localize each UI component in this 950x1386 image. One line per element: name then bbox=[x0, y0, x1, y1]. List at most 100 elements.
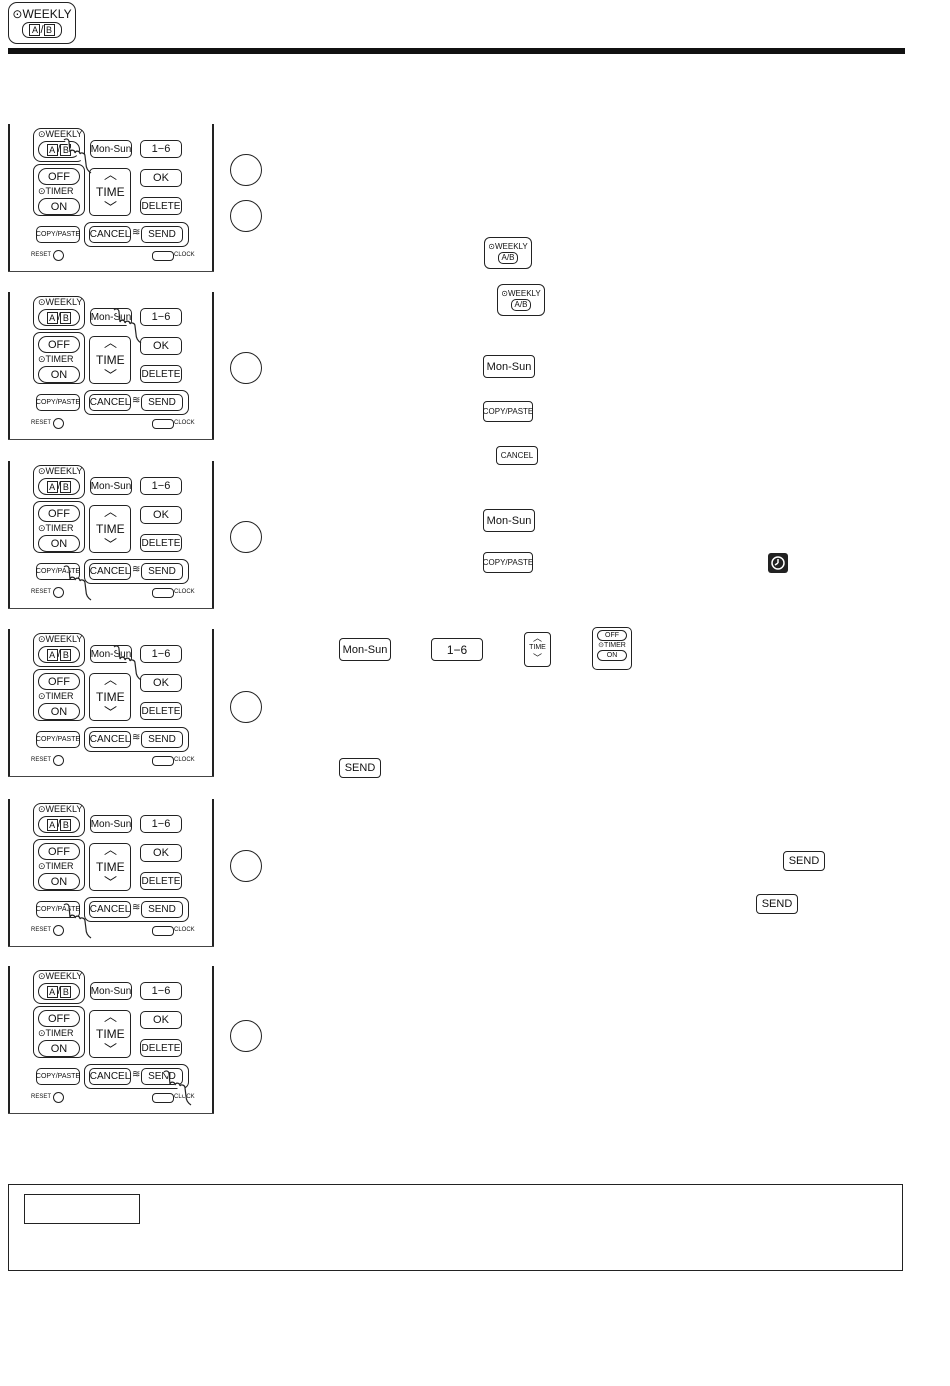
mon-sun-button[interactable]: Mon-Sun bbox=[90, 645, 132, 663]
off-button[interactable]: OFF bbox=[38, 1010, 80, 1027]
one-six-button[interactable]: 1−6 bbox=[140, 140, 182, 158]
weekly-ab-button[interactable]: A/B bbox=[38, 646, 80, 663]
mon-sun-button[interactable]: Mon-Sun bbox=[90, 477, 132, 495]
one-six-button[interactable]: 1−6 bbox=[140, 308, 182, 326]
time-updown-button[interactable] bbox=[89, 168, 131, 216]
send-button[interactable]: SEND bbox=[141, 1068, 183, 1085]
cancel-button[interactable]: CANCEL bbox=[89, 563, 131, 580]
clock-button[interactable] bbox=[152, 756, 174, 766]
timer-label: ⊙TIMER bbox=[38, 354, 74, 364]
reset-button[interactable] bbox=[53, 1092, 64, 1103]
copy-paste-button[interactable]: COPY/PASTE bbox=[36, 394, 80, 411]
delete-button[interactable]: DELETE bbox=[140, 872, 182, 890]
remote-controller-illustration: ⊙WEEKLY A/B Mon-Sun 1−6 OFF ⊙TIMER ON ︿ … bbox=[8, 461, 214, 609]
mon-sun-button[interactable]: Mon-Sun bbox=[90, 140, 132, 158]
off-button[interactable]: OFF bbox=[38, 336, 80, 353]
reset-button[interactable] bbox=[53, 587, 64, 598]
on-button[interactable]: ON bbox=[38, 1040, 80, 1057]
send-button[interactable]: SEND bbox=[141, 563, 183, 580]
time-updown-button[interactable] bbox=[89, 843, 131, 891]
note-box bbox=[8, 1184, 903, 1271]
clock-label: CLOCK bbox=[174, 757, 195, 763]
mon-sun-button[interactable]: Mon-Sun bbox=[90, 308, 132, 326]
mon-sun-button[interactable]: Mon-Sun bbox=[90, 815, 132, 833]
time-updown-button[interactable] bbox=[89, 336, 131, 384]
chevron-down-icon: ﹀ bbox=[104, 537, 118, 552]
send-button[interactable]: SEND bbox=[141, 901, 183, 918]
time-updown-button[interactable] bbox=[89, 673, 131, 721]
weekly-label: ⊙WEEKLY bbox=[12, 7, 72, 21]
off-button[interactable]: OFF bbox=[38, 673, 80, 690]
clock-label: CLOCK bbox=[174, 420, 195, 426]
copy-paste-button[interactable]: COPY/PASTE bbox=[36, 226, 80, 243]
on-button[interactable]: ON bbox=[38, 703, 80, 720]
ok-button[interactable]: OK bbox=[140, 169, 182, 187]
clock-button[interactable] bbox=[152, 419, 174, 429]
weekly-group bbox=[33, 633, 85, 667]
delete-button[interactable]: DELETE bbox=[140, 534, 182, 552]
clock-button[interactable] bbox=[152, 251, 174, 261]
on-button[interactable]: ON bbox=[38, 366, 80, 383]
step-circle-2 bbox=[230, 200, 262, 232]
clock-button[interactable] bbox=[152, 1093, 174, 1103]
delete-button[interactable]: DELETE bbox=[140, 365, 182, 383]
one-six-button[interactable]: 1−6 bbox=[140, 815, 182, 833]
off-button[interactable]: OFF bbox=[38, 843, 80, 860]
on-button[interactable]: ON bbox=[38, 873, 80, 890]
cancel-button[interactable]: CANCEL bbox=[89, 394, 131, 411]
weekly-label: ⊙WEEKLY bbox=[38, 129, 83, 139]
cancel-button[interactable]: CANCEL bbox=[89, 1068, 131, 1085]
off-button[interactable]: OFF bbox=[38, 168, 80, 185]
timer-label: ⊙TIMER bbox=[38, 1028, 74, 1038]
remote-controller-illustration: ⊙WEEKLY A/B Mon-Sun 1−6 OFF ⊙TIMER ON ︿ … bbox=[8, 799, 214, 947]
timer-label: ⊙TIMER bbox=[38, 523, 74, 533]
one-six-button[interactable]: 1−6 bbox=[140, 645, 182, 663]
ok-button[interactable]: OK bbox=[140, 1011, 182, 1029]
weekly-ab-button[interactable]: A/B bbox=[38, 983, 80, 1000]
on-button[interactable]: ON bbox=[38, 535, 80, 552]
ok-button[interactable]: OK bbox=[140, 506, 182, 524]
cancel-button[interactable]: CANCEL bbox=[89, 731, 131, 748]
reset-button[interactable] bbox=[53, 925, 64, 936]
header-rule bbox=[8, 48, 905, 54]
weekly-ab-button[interactable]: A/B bbox=[38, 478, 80, 495]
cancel-button[interactable]: CANCEL bbox=[89, 226, 131, 243]
chevron-up-icon: ︿ bbox=[104, 672, 118, 687]
off-button[interactable]: OFF bbox=[38, 505, 80, 522]
send-button[interactable]: SEND bbox=[141, 731, 183, 748]
ok-button[interactable]: OK bbox=[140, 337, 182, 355]
weekly-label: ⊙WEEKLY bbox=[38, 297, 83, 307]
weekly-label: ⊙WEEKLY bbox=[38, 634, 83, 644]
send-button[interactable]: SEND bbox=[141, 226, 183, 243]
delete-button[interactable]: DELETE bbox=[140, 1039, 182, 1057]
weekly-group bbox=[33, 465, 85, 499]
delete-button[interactable]: DELETE bbox=[140, 197, 182, 215]
ok-button[interactable]: OK bbox=[140, 844, 182, 862]
weekly-ab-button[interactable]: A/B bbox=[38, 309, 80, 326]
reset-button[interactable] bbox=[53, 755, 64, 766]
send-button[interactable]: SEND bbox=[141, 394, 183, 411]
cancel-button[interactable]: CANCEL bbox=[89, 901, 131, 918]
chevron-up-icon: ︿ bbox=[104, 504, 118, 519]
ok-button[interactable]: OK bbox=[140, 674, 182, 692]
copy-paste-button[interactable]: COPY/PASTE bbox=[36, 1068, 80, 1085]
clock-label: CLOCK bbox=[174, 252, 195, 258]
time-updown-button[interactable] bbox=[89, 1010, 131, 1058]
mon-sun-button[interactable]: Mon-Sun bbox=[90, 982, 132, 1000]
weekly-ab-button[interactable]: A/B bbox=[38, 816, 80, 833]
on-button[interactable]: ON bbox=[38, 198, 80, 215]
one-six-button[interactable]: 1−6 bbox=[140, 477, 182, 495]
delete-button[interactable]: DELETE bbox=[140, 702, 182, 720]
weekly-group bbox=[33, 128, 85, 162]
reset-label: RESET bbox=[31, 589, 52, 595]
clock-button[interactable] bbox=[152, 926, 174, 936]
time-updown-button[interactable] bbox=[89, 505, 131, 553]
step-circle-7 bbox=[230, 1020, 262, 1052]
copy-paste-button[interactable]: COPY/PASTE bbox=[36, 731, 80, 748]
one-six-button[interactable]: 1−6 bbox=[140, 982, 182, 1000]
weekly-label: ⊙WEEKLY bbox=[38, 804, 83, 814]
reset-button[interactable] bbox=[53, 418, 64, 429]
clock-button[interactable] bbox=[152, 588, 174, 598]
reset-label: RESET bbox=[31, 1094, 52, 1100]
reset-button[interactable] bbox=[53, 250, 64, 261]
